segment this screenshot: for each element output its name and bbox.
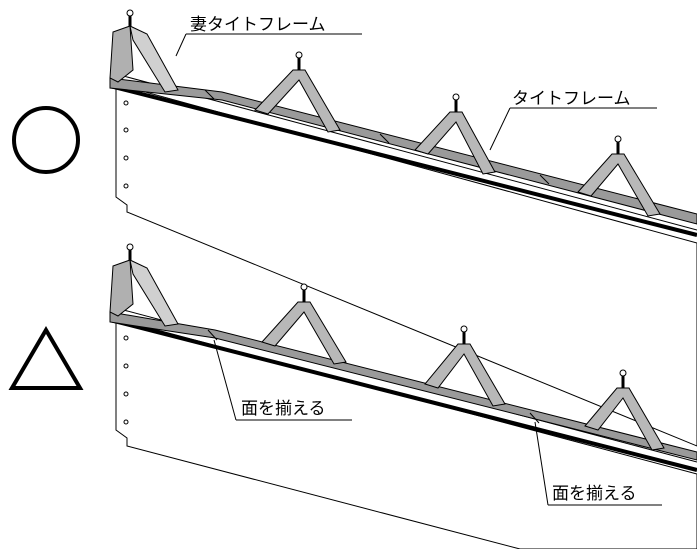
tie-frame-plate [109, 77, 697, 225]
tie-frame-plate-2 [109, 311, 697, 461]
callout-end-tie-frame: 妻タイトフレーム [175, 15, 362, 57]
callout-tie-frame: タイトフレーム [489, 89, 657, 151]
callout-align-surface-2: 面を揃える [534, 421, 662, 506]
triangle-symbol [8, 326, 84, 390]
eave-line-2 [109, 318, 697, 472]
panel-acceptable: 面を揃える 面を揃える [109, 243, 697, 549]
tie-frame-peaks-2 [261, 283, 665, 451]
label-align-surface-1: 面を揃える [241, 399, 326, 419]
end-tie-frame-bracket [109, 9, 179, 93]
wall-panel [115, 83, 697, 447]
wall-rivets-2 [123, 335, 129, 425]
end-tie-frame-bracket-2 [109, 243, 179, 327]
tie-frame-peaks [254, 51, 661, 217]
wall-rivets [123, 100, 129, 189]
callout-align-surface-1: 面を揃える [213, 339, 352, 421]
label-end-tie-frame: 妻タイトフレーム [190, 15, 326, 35]
wall-panel-2 [115, 318, 697, 549]
panel-correct: 妻タイトフレーム タイトフレーム [109, 9, 697, 447]
label-align-surface-2: 面を揃える [552, 484, 637, 504]
label-tie-frame: タイトフレーム [512, 89, 631, 109]
circle-symbol [12, 106, 80, 174]
plate-seams-2 [207, 329, 540, 424]
plate-seams [204, 89, 550, 185]
eave-line [109, 84, 697, 237]
